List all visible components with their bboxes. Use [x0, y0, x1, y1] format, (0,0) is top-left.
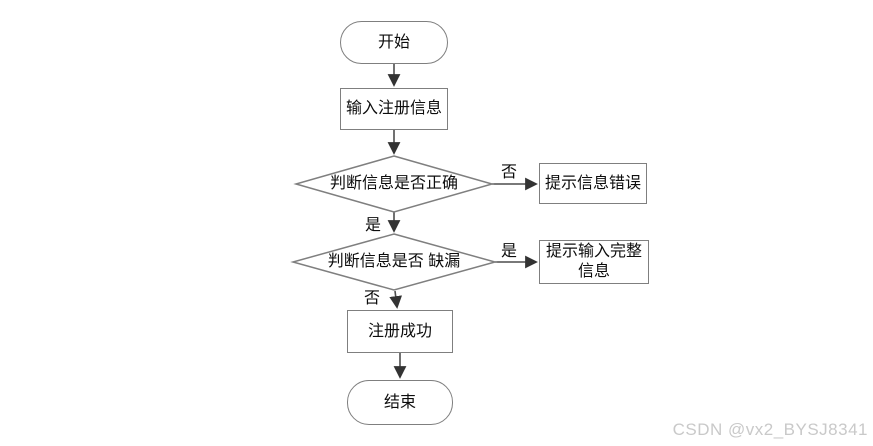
node-check-info-correct-label: 判断信息是否正确 — [329, 175, 458, 192]
edge-label-missing-no: 否 — [363, 290, 381, 307]
node-input-registration-info: 输入注册信息 — [340, 88, 448, 130]
node-error-message: 提示信息错误 — [539, 163, 647, 204]
node-check-info-missing-label: 判断信息是否 缺漏 — [327, 253, 461, 270]
node-end: 结束 — [347, 380, 453, 425]
arrow-check-missing-to-success — [389, 290, 403, 309]
node-check-info-missing: 判断信息是否 缺漏 — [293, 234, 495, 290]
node-input-registration-info-label: 输入注册信息 — [345, 100, 442, 117]
node-complete-info-prompt: 提示输入完整信息 — [539, 240, 649, 284]
node-register-success-label: 注册成功 — [367, 322, 432, 340]
node-complete-info-prompt-label: 提示输入完整信息 — [545, 243, 642, 280]
node-check-info-correct: 判断信息是否正确 — [296, 156, 492, 212]
decision-diamond-check-missing — [290, 233, 498, 291]
csdn-watermark: CSDN @vx2_BYSJ8341 — [672, 420, 868, 439]
node-end-label: 结束 — [383, 393, 416, 411]
decision-diamond-check-correct — [293, 155, 495, 213]
node-start-label: 开始 — [377, 33, 410, 51]
node-error-message-label: 提示信息错误 — [544, 174, 641, 192]
edge-label-correct-no: 否 — [500, 164, 518, 181]
edge-label-missing-yes: 是 — [500, 243, 518, 260]
node-start: 开始 — [340, 21, 448, 64]
node-register-success: 注册成功 — [347, 310, 453, 353]
edge-label-correct-yes: 是 — [364, 217, 382, 234]
